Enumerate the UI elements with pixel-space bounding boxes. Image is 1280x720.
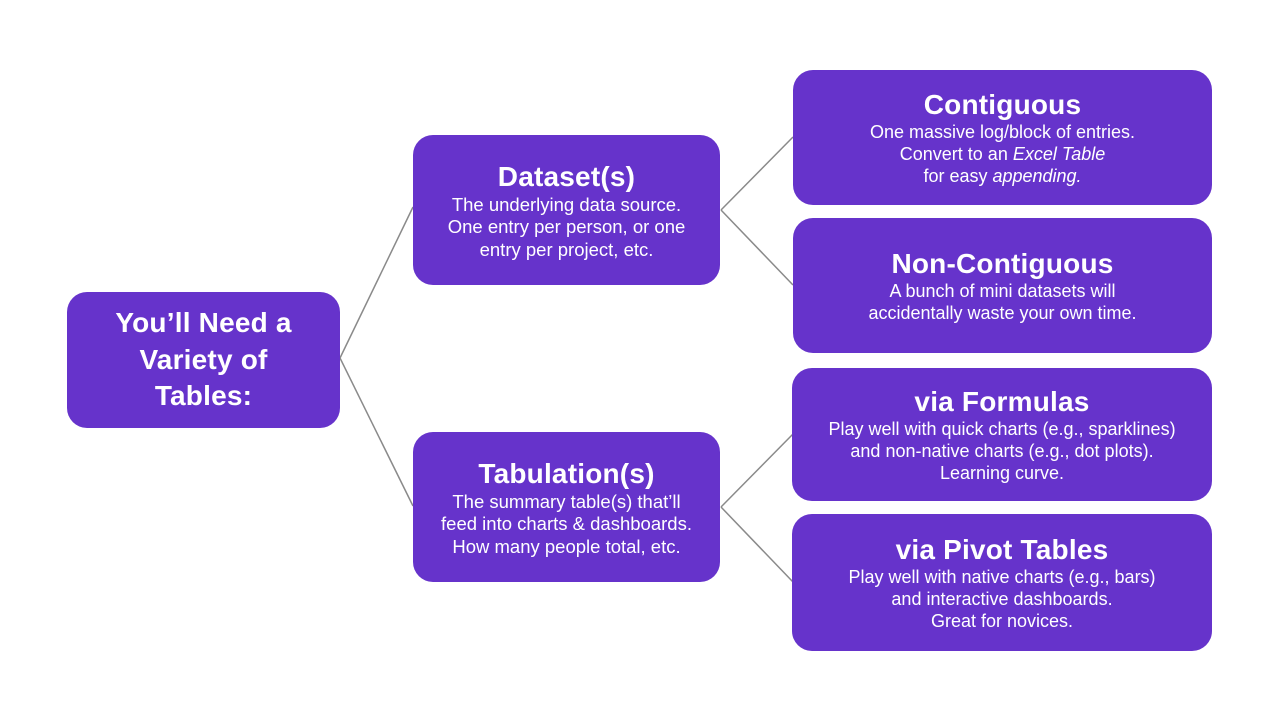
node-title: via Formulas xyxy=(914,386,1090,418)
node-body-line: Play well with native charts (e.g., bars… xyxy=(848,567,1156,588)
body-text-italic: Excel Table xyxy=(1012,144,1106,165)
node-title: Non-Contiguous xyxy=(891,248,1114,280)
connector-tabulations-formulas xyxy=(720,433,794,508)
node-title: Dataset(s) xyxy=(497,160,636,192)
node-body-line: The underlying data source. xyxy=(451,193,682,215)
node-body-line: accidentally waste your own time. xyxy=(868,303,1137,323)
node-body-line: The summary table(s) that’ll xyxy=(452,490,681,512)
body-text: for easy xyxy=(923,165,993,186)
node-tabulations: Tabulation(s) The summary table(s) that’… xyxy=(413,432,720,582)
connector-root-datasets xyxy=(339,206,414,359)
node-body-line: One massive log/block of entries. xyxy=(869,122,1136,143)
node-title: Tabulation(s) xyxy=(478,457,655,489)
node-body-line: feed into charts & dashboards. xyxy=(441,513,692,535)
node-via-formulas: via Formulas Play well with quick charts… xyxy=(792,368,1212,501)
node-body-line: A bunch of mini datasets will xyxy=(889,281,1116,302)
root-title: You’ll Need a Variety of Tables: xyxy=(115,307,292,412)
node-contiguous: Contiguous One massive log/block of entr… xyxy=(793,70,1212,205)
connector-datasets-noncontiguous xyxy=(720,209,794,286)
node-body-line: Convert to an Excel Table xyxy=(900,144,1105,166)
connector-datasets-contiguous xyxy=(720,136,794,211)
body-text-italic: appending. xyxy=(992,165,1082,186)
node-non-contiguous: Non-Contiguous A bunch of mini datasets … xyxy=(793,218,1212,353)
node-body-line: and interactive dashboards. xyxy=(891,589,1113,610)
node-body-line: and non-native charts (e.g., dot plots). xyxy=(850,441,1154,462)
body-text: Convert to an xyxy=(899,144,1013,165)
node-body-line: entry per project, etc. xyxy=(479,238,654,260)
node-via-pivot-tables: via Pivot Tables Play well with native c… xyxy=(792,514,1212,651)
node-title: Contiguous xyxy=(923,89,1082,121)
connector-tabulations-pivot xyxy=(720,506,794,583)
node-body-line: Learning curve. xyxy=(939,462,1065,483)
node-body-line: Play well with quick charts (e.g., spark… xyxy=(828,419,1176,440)
node-datasets: Dataset(s) The underlying data source. O… xyxy=(413,135,720,285)
node-root: You’ll Need a Variety of Tables: xyxy=(67,292,340,428)
node-body-line: How many people total, etc. xyxy=(452,535,681,557)
node-body-line: Great for novices. xyxy=(930,610,1074,631)
node-title: via Pivot Tables xyxy=(895,534,1109,566)
connector-root-tabulations xyxy=(339,357,414,507)
node-body-line: for easy appending. xyxy=(923,166,1081,188)
node-body-line: One entry per person, or one xyxy=(447,216,686,238)
